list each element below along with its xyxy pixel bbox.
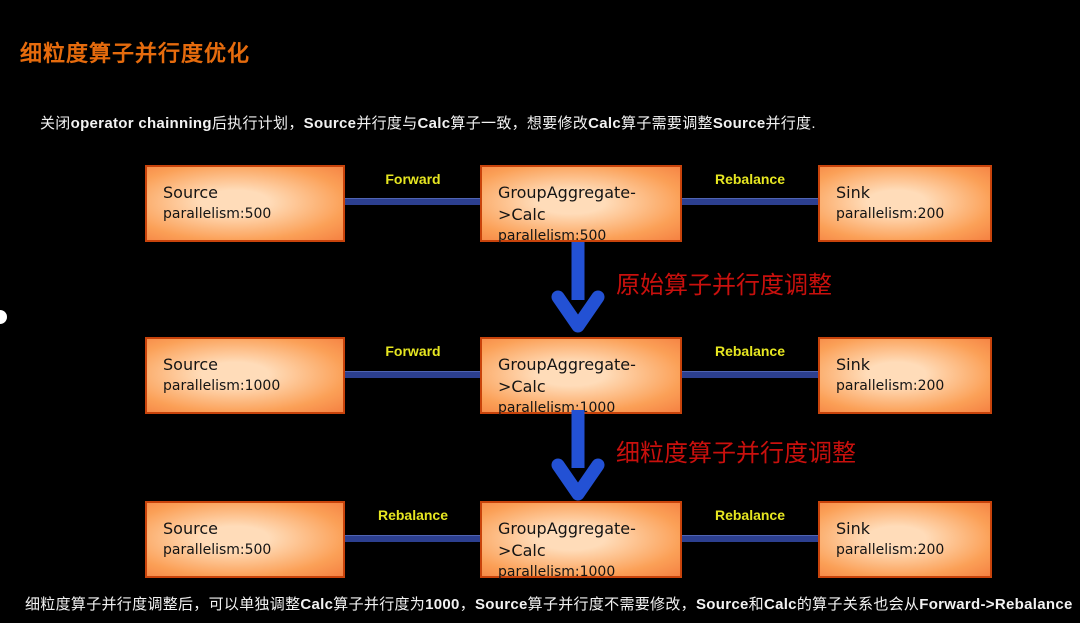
edge-line <box>682 198 818 205</box>
down-arrow-icon <box>551 242 605 333</box>
transition-2: 细粒度算子并行度调整 <box>548 410 856 502</box>
node-sink: Sink parallelism:200 <box>818 501 992 578</box>
node-title: GroupAggregate->Calc <box>498 183 636 224</box>
node-groupaggregate-calc: GroupAggregate->Calc parallelism:1000 <box>480 337 682 416</box>
node-title: Sink <box>836 519 871 538</box>
slide-title: 细粒度算子并行度优化 <box>20 41 251 66</box>
node-title: GroupAggregate->Calc <box>498 519 636 560</box>
node-title: Source <box>163 183 218 202</box>
edge-line <box>682 371 818 378</box>
node-source: Source parallelism:500 <box>145 165 345 242</box>
edge-label: Rebalance <box>377 507 449 523</box>
node-parallelism: parallelism:1000 <box>498 564 616 580</box>
node-title: GroupAggregate->Calc <box>498 355 636 396</box>
node-source: Source parallelism:1000 <box>145 337 345 414</box>
edge-label: Rebalance <box>714 343 786 359</box>
node-sink: Sink parallelism:200 <box>818 337 992 414</box>
footer-text: 细粒度算子并行度调整后，可以单独调整Calc算子并行度为1000，Source算… <box>25 596 1073 613</box>
node-source: Source parallelism:500 <box>145 501 345 578</box>
node-title: Sink <box>836 355 871 374</box>
node-title: Sink <box>836 183 871 202</box>
transition-label: 细粒度算子并行度调整 <box>616 441 856 467</box>
node-groupaggregate-calc: GroupAggregate->Calc parallelism:1000 <box>480 501 682 580</box>
node-parallelism: parallelism:1000 <box>163 378 281 394</box>
node-parallelism: parallelism:500 <box>163 206 272 222</box>
edge-line <box>682 535 818 542</box>
node-sink: Sink parallelism:200 <box>818 165 992 242</box>
edge-label: Rebalance <box>714 507 786 523</box>
node-parallelism: parallelism:200 <box>836 542 945 558</box>
edge-label: Forward <box>385 171 441 187</box>
edge-line <box>345 535 480 542</box>
edge-line <box>345 371 480 378</box>
node-parallelism: parallelism:200 <box>836 206 945 222</box>
left-edge-dot <box>0 310 7 324</box>
edge-label: Forward <box>385 343 441 359</box>
down-arrow-icon <box>551 410 605 501</box>
node-parallelism: parallelism:200 <box>836 378 945 394</box>
node-title: Source <box>163 519 218 538</box>
edge-label: Rebalance <box>714 171 786 187</box>
edge-line <box>345 198 480 205</box>
transition-label: 原始算子并行度调整 <box>616 273 832 299</box>
node-groupaggregate-calc: GroupAggregate->Calc parallelism:500 <box>480 165 682 244</box>
transition-1: 原始算子并行度调整 <box>548 242 832 334</box>
node-title: Source <box>163 355 218 374</box>
node-parallelism: parallelism:500 <box>498 228 607 244</box>
node-parallelism: parallelism:500 <box>163 542 272 558</box>
intro-text: 关闭operator chainning后执行计划，Source并行度与Calc… <box>40 115 816 132</box>
node-parallelism: parallelism:1000 <box>498 400 616 416</box>
